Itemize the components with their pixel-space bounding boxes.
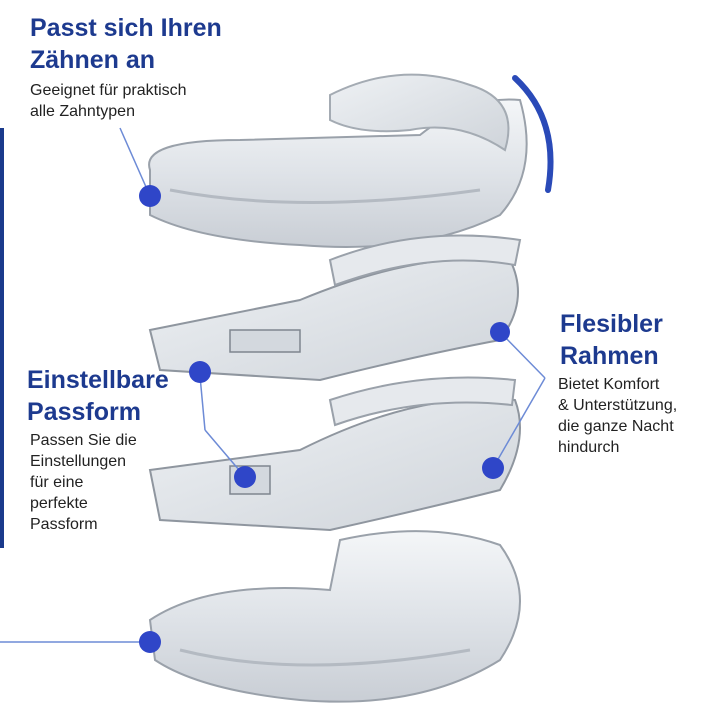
callout-flexible-title-line: Rahmen [560,342,659,370]
callout-fit-text: Geeignet für praktisch alle Zahntypen [30,80,187,122]
marker-dot-flexible [490,322,510,342]
adjustment-plate-upper [148,234,522,382]
callout-adjustable-title-line: Einstellbare [27,366,169,394]
callout-fit-title: Passt sich Ihren Zähnen an [30,12,222,76]
marker-dot-lower [139,631,161,653]
marker-dot-adjustable-plate [234,466,256,488]
callout-flexible-title-line: Flesibler [560,310,663,338]
callout-adjustable-text-line: für eine [30,474,84,491]
callout-adjustable-text-line: Einstellungen [30,453,127,470]
callout-adjustable-text-line: perfekte [30,495,88,512]
callout-flexible-text-line: die ganze Nacht [558,418,674,435]
callout-fit-text-line: alle Zahntypen [30,103,135,120]
callout-flexible-title: Flesibler Rahmen [560,308,663,372]
accent-rule [0,128,4,548]
callout-adjustable-title: Einstellbare Passform [27,364,169,428]
marker-dot-flexible-plate [482,457,504,479]
callout-adjustable-text-line: Passform [30,516,98,533]
marker-dot-fit [139,185,161,207]
marker-dot-adjustable [189,361,211,383]
adjustment-plate-lower [148,376,521,532]
callout-flexible-text-line: Bietet Komfort [558,376,660,393]
lower-tray [148,530,521,703]
callout-fit-title-line: Zähnen an [30,46,156,74]
rotation-arc [512,75,554,193]
callout-adjustable-title-line: Passform [27,398,141,426]
callout-flexible-text-line: & Unterstützung, [558,397,678,414]
callout-fit-title-line: Passt sich Ihren [30,14,222,42]
callout-flexible-text-line: hindurch [558,439,620,456]
callout-flexible-text: Bietet Komfort & Unterstützung, die ganz… [558,374,677,458]
callout-adjustable-text: Passen Sie die Einstellungen für eine pe… [30,430,137,535]
callout-adjustable-text-line: Passen Sie die [30,432,137,449]
callout-fit-text-line: Geeignet für praktisch [30,82,187,99]
upper-tray [148,73,528,248]
